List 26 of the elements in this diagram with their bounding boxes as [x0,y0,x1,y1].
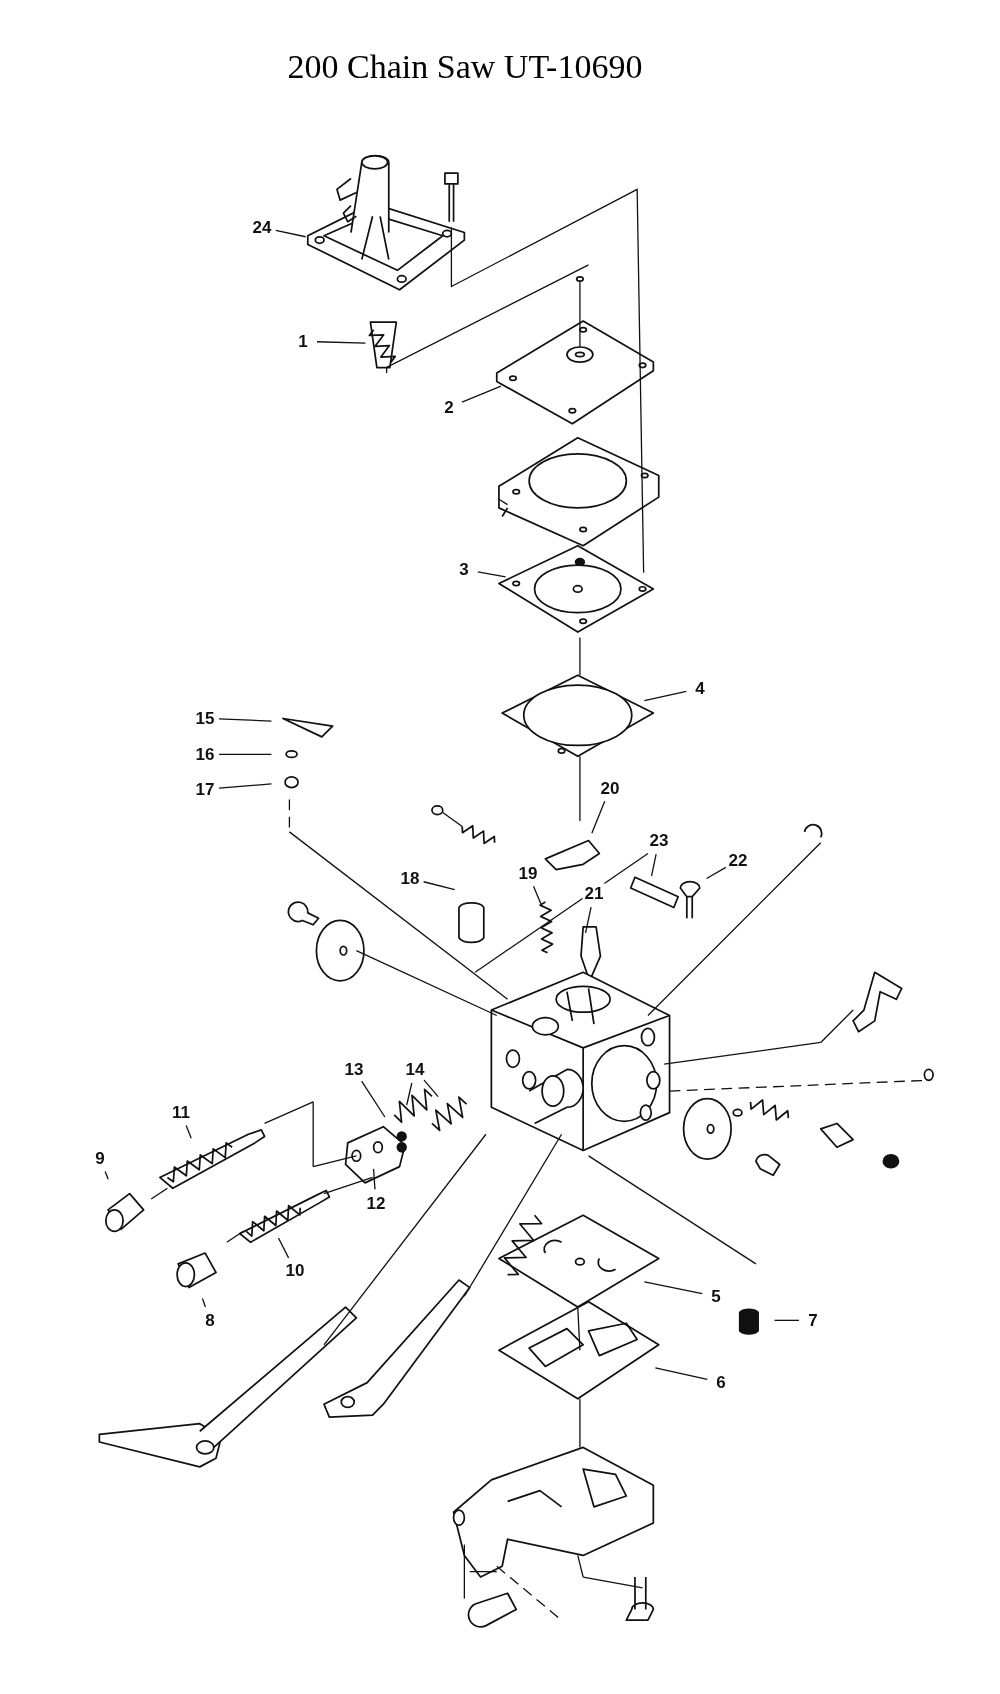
leader-line [773,1319,800,1321]
leader-line [201,1297,207,1308]
leader-line [277,1237,290,1259]
leader-line [316,341,367,344]
leader-line [584,906,592,934]
leader-line [218,718,273,722]
leader-line [218,753,273,755]
leader-line [643,1281,703,1295]
leader-line [372,1168,376,1190]
leader-line [104,1170,109,1180]
leader-line [423,1079,439,1098]
leader-line [275,229,307,238]
leader-line [477,571,507,578]
leader-line [461,385,502,403]
leader-line [218,783,273,789]
leader-line [643,690,687,702]
leader-line [654,1367,708,1380]
leader-line [650,853,657,877]
leader-line [532,885,543,908]
leader-line [422,881,456,891]
leader-line [406,1082,413,1106]
leader-line [591,800,606,834]
leader-line [361,1080,386,1118]
leader-line [705,866,727,880]
leader-line [185,1124,192,1139]
diagram-title: 200 Chain Saw UT-10690 [287,48,643,86]
